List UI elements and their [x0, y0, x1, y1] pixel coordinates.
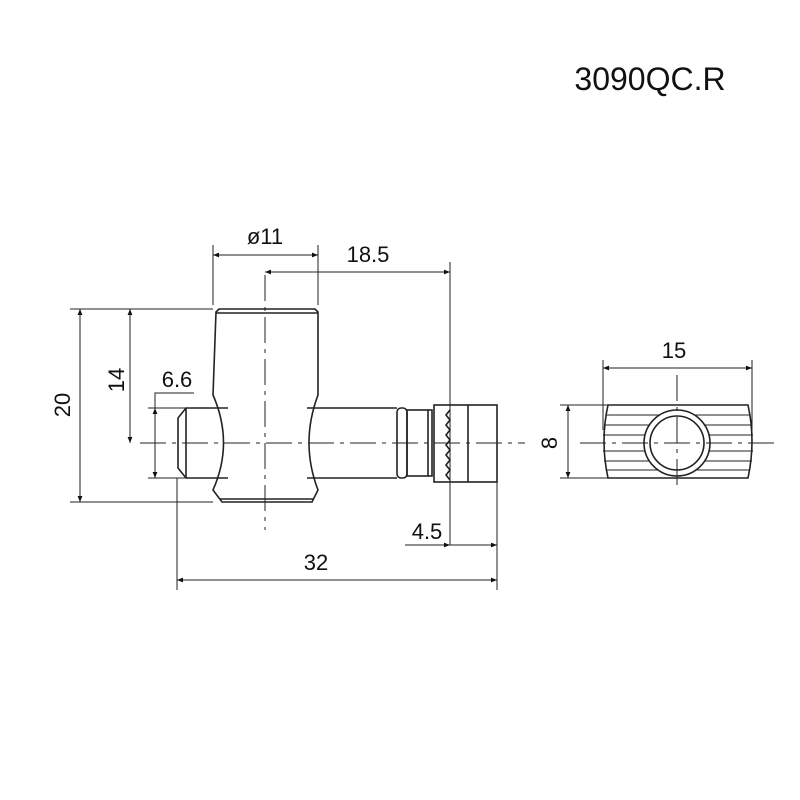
dim-height-partial: 14	[104, 368, 129, 392]
side-view	[140, 275, 525, 530]
dimensions: ø11 18.5 20 14 6.6 32 4.5 15 8	[50, 224, 753, 590]
dim-nut-height: 8	[537, 437, 562, 449]
dim-pin-diameter: 6.6	[162, 367, 193, 392]
dim-offset: 18.5	[347, 242, 390, 267]
dim-nut-width: 15	[662, 338, 686, 363]
part-number: 3090QC.R	[574, 61, 725, 97]
end-view	[580, 375, 775, 490]
dim-height-total: 20	[50, 393, 75, 417]
dim-nut-length: 4.5	[412, 519, 443, 544]
dim-diameter: ø11	[247, 224, 283, 249]
dim-length-total: 32	[304, 550, 328, 575]
